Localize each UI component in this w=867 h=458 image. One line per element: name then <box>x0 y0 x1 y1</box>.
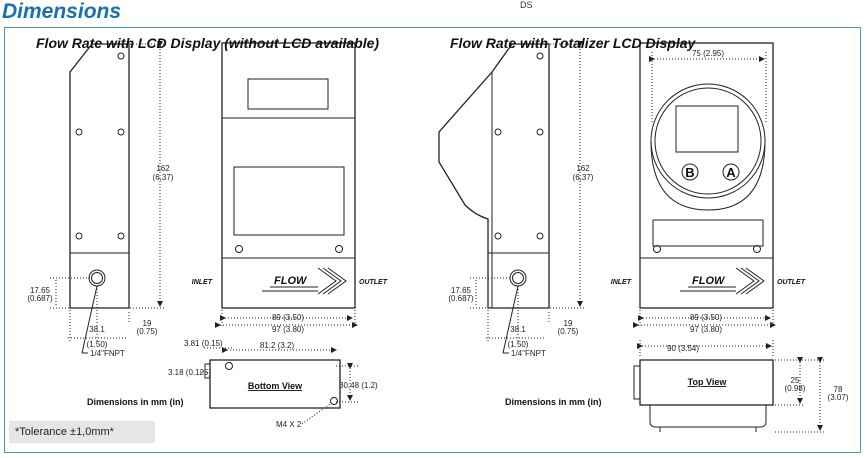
right-height-mm: 162 <box>576 164 590 173</box>
left-bottom-view-title: Bottom View <box>248 381 303 391</box>
dimensions-frame <box>4 27 861 453</box>
left-depth-in: (0.75) <box>137 327 158 336</box>
right-port-h-in: (0.687) <box>448 294 474 303</box>
right-side-view <box>438 43 550 309</box>
left-height-mm: 162 <box>156 164 170 173</box>
right-depth-in: (0.75) <box>558 327 579 336</box>
right-width-97: 97 (3.80) <box>690 325 722 334</box>
button-a-label: A <box>726 165 736 180</box>
right-caption: Dimensions in mm (in) <box>505 397 602 407</box>
left-port-x-in: (1.50) <box>87 340 108 349</box>
left-port-h-mm: 17.65 <box>30 286 51 295</box>
right-top-view <box>633 359 774 432</box>
left-caption: Dimensions in mm (in) <box>87 397 184 407</box>
left-outlet-label: OUTLET <box>359 279 388 286</box>
left-port-x-mm: 38.1 <box>89 325 105 334</box>
left-port-h-in: (0.687) <box>27 294 53 303</box>
left-bv-381: 3.81 (0.15) <box>184 339 223 348</box>
button-b-label: B <box>685 165 694 180</box>
right-width-89: 89 (3.50) <box>690 313 722 322</box>
right-subtitle: Flow Rate with Totalizer LCD Display <box>450 35 697 51</box>
right-fnpt-label: 1/4"FNPT <box>511 349 546 358</box>
left-subtitle: Flow Rate with LCD Display (without LCD … <box>36 35 379 51</box>
left-flow-arrow <box>262 267 347 295</box>
left-fnpt-label: 1/4"FNPT <box>90 349 125 358</box>
left-bv-3048: 30.48 (1.2) <box>339 381 378 390</box>
left-width-89: 89 (3.50) <box>272 313 304 322</box>
left-depth-mm: 19 <box>143 319 152 328</box>
right-width-75: 75 (2.95) <box>692 49 724 58</box>
right-tv-78-mm: 78 <box>834 385 843 394</box>
section-title: Dimensions <box>2 0 122 23</box>
right-flow-label: FLOW <box>692 275 726 287</box>
left-height-in: (6,37) <box>153 173 174 182</box>
right-outlet-label: OUTLET <box>777 279 806 286</box>
left-front-view <box>221 42 356 309</box>
right-top-view-title: Top View <box>688 377 728 387</box>
right-port-x-in: (1.50) <box>508 340 529 349</box>
right-port-h-mm: 17.65 <box>451 286 472 295</box>
left-inlet-label: INLET <box>192 279 213 286</box>
right-port-x-mm: 38.1 <box>510 325 526 334</box>
left-flow-label: FLOW <box>274 275 308 287</box>
right-tv-90: 90 (3.54) <box>667 344 699 353</box>
left-bv-318: 3.18 (0.125) <box>168 368 211 377</box>
left-bottom-view <box>204 359 341 409</box>
right-tv-25-mm: 25 <box>791 376 800 385</box>
right-flow-arrow <box>680 267 765 295</box>
right-inlet-label: INLET <box>611 279 632 286</box>
left-bv-812: 81.2 (3.2) <box>260 341 295 350</box>
left-m4-label: M4 X 2 <box>276 420 302 429</box>
left-side-view <box>69 43 130 309</box>
left-width-97: 97 (3.80) <box>272 325 304 334</box>
right-tv-25-in: (0.98) <box>785 384 806 393</box>
right-height-in: (6,37) <box>573 173 594 182</box>
right-front-view <box>639 42 774 309</box>
tolerance-note: *Tolerance ±1,0mm* <box>9 421 155 443</box>
right-tv-78-in: (3.07) <box>828 393 849 402</box>
corner-mark: DS <box>520 0 533 10</box>
right-depth-mm: 19 <box>564 319 573 328</box>
